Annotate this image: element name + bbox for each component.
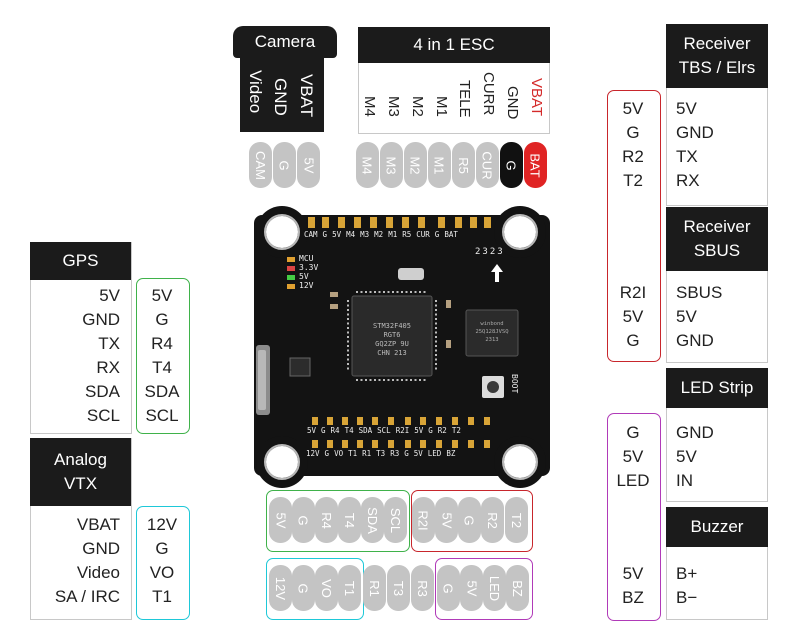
bottom-pin-r2i: R2I	[412, 497, 435, 543]
top-pin: M4	[356, 142, 379, 188]
bottom-pin-bz: BZ	[506, 565, 529, 611]
camera-wire-video: Video	[246, 70, 265, 114]
mcu-chip-label: STM32F405 RGT6 GQ2ZP 9U CHN 213	[373, 322, 411, 357]
bottom-pin-5v: 5V	[435, 497, 458, 543]
top-pin: R5	[452, 142, 475, 188]
esc-wire-curr: CURR	[480, 72, 497, 116]
esc-wire-vbat: VBAT	[528, 78, 545, 117]
orientation-arrow-icon	[491, 264, 503, 282]
vtx-header: Analog VTX	[30, 438, 131, 506]
buzzer-header: Buzzer	[666, 507, 768, 547]
top-pin: M1	[428, 142, 451, 188]
top-pin-bat: BAT	[524, 142, 547, 188]
top-pin: G	[273, 142, 296, 188]
bottom-pin-g: G	[292, 565, 315, 611]
bottom-pin-scl: SCL	[384, 497, 407, 543]
board-top-silkscreen: CAM G 5V M4 M3 M2 M1 R5 CUR G BAT	[304, 230, 458, 239]
bottom-pin-sda: SDA	[361, 497, 384, 543]
led-strip-title: LED Strip	[680, 378, 754, 397]
top-pad-row	[308, 217, 491, 228]
esc-wire-m3: M3	[385, 96, 402, 117]
gps-title: GPS	[62, 251, 99, 270]
board-orientation-label: 2323	[475, 247, 505, 257]
top-pin: M3	[380, 142, 403, 188]
bottom-pin-g: G	[458, 497, 481, 543]
receiver-sbus-device-pins: SBUS 5V GND	[676, 283, 723, 350]
esc-wire-m4: M4	[361, 96, 378, 117]
board-bottom-silkscreen-row2: 12V G VO T1 R1 T3 R3 G 5V LED BZ	[306, 449, 456, 458]
bottom-pin-r4: R4	[315, 497, 338, 543]
led-strip-device-pins: GND 5V IN	[676, 423, 714, 490]
esc-wire-gnd: GND	[504, 86, 521, 120]
bottom-pin-t2: T2	[505, 497, 528, 543]
bottom-pin-t4: T4	[338, 497, 361, 543]
status-leds	[287, 257, 295, 289]
receiver-board-pins-outline	[607, 90, 661, 362]
receiver-tbs-device-pins: 5V GND TX RX	[676, 99, 714, 190]
top-pin: CUR	[476, 142, 499, 188]
camera-wire-gnd: GND	[271, 78, 290, 116]
bottom-pin-5v: 5V	[460, 565, 483, 611]
camera-header: Camera	[233, 26, 337, 58]
gps-device-pins: 5V GND TX RX SDA SCL	[82, 286, 120, 425]
vtx-board-pins-outline	[136, 506, 190, 620]
bottom-pin-t1: T1	[338, 565, 361, 611]
esc-wire-tele: TELE	[456, 80, 473, 118]
bottom-pin-12v: 12V	[269, 565, 292, 611]
gps-board-pins: 5V G R4 T4 SDA SCL	[144, 286, 180, 425]
bottom-pin-5v: 5V	[269, 497, 292, 543]
buzzer-board-pins: 5V BZ	[622, 564, 644, 607]
receiver-sbus-board-pins: R2I 5V G	[619, 283, 647, 350]
receiver-tbs-header: Receiver TBS / Elrs	[666, 24, 768, 88]
bottom-pin-r1: R1	[363, 565, 386, 611]
vtx-device-pins: VBAT GND Video SA / IRC	[54, 515, 120, 606]
buzzer-title: Buzzer	[690, 517, 744, 536]
bottom-pin-r2: R2	[481, 497, 504, 543]
bottom-pin-g: G	[292, 497, 315, 543]
esc-wire-m1: M1	[433, 96, 450, 117]
receiver-pin-group-outline	[411, 490, 533, 552]
led-buzzer-board-pins-outline	[607, 413, 661, 621]
top-pin-gnd: G	[500, 142, 523, 188]
mcu-chip	[351, 295, 433, 377]
bottom-pin-t3: T3	[387, 565, 410, 611]
buzzer-device-pins: B+ B−	[676, 564, 698, 607]
gps-header: GPS	[30, 242, 131, 280]
esc-wire-m2: M2	[409, 96, 426, 117]
esc-header: 4 in 1 ESC	[358, 27, 550, 63]
receiver-tbs-title-line2: TBS / Elrs	[678, 58, 756, 77]
top-pin: M2	[404, 142, 427, 188]
led-strip-header: LED Strip	[666, 368, 768, 408]
receiver-tbs-title-line1: Receiver	[683, 34, 751, 53]
vtx-board-pins: 12V G VO T1	[146, 515, 178, 606]
esc-title: 4 in 1 ESC	[413, 35, 495, 54]
receiver-sbus-header: Receiver SBUS	[666, 207, 768, 271]
receiver-tbs-board-pins: 5V G R2 T2	[622, 99, 644, 190]
bottom-pin-r3: R3	[411, 565, 434, 611]
gps-pin-group-outline	[266, 490, 410, 552]
gps-board-pins-outline	[136, 278, 190, 434]
camera-wire-block	[240, 58, 324, 132]
top-pin: 5V	[297, 142, 320, 188]
receiver-sbus-title-line1: Receiver	[683, 217, 751, 236]
camera-title: Camera	[254, 32, 316, 51]
vtx-title-line1: Analog	[54, 450, 107, 469]
board-led-labels: MCU 3.3V 5V 12V	[299, 254, 319, 290]
flash-chip-label: winbond 25Q128JVSQ 2313	[475, 321, 509, 343]
bottom-pad-rows	[312, 417, 490, 448]
boot-label: BOOT	[510, 374, 519, 394]
board-bottom-silkscreen-row1: 5V G R4 T4 SDA SCL R2I 5V G R2 T2	[307, 426, 461, 435]
vtx-title-line2: VTX	[63, 474, 98, 493]
bottom-pin-vo: VO	[315, 565, 338, 611]
led-strip-board-pins: G 5V LED	[616, 423, 650, 490]
led-buzzer-pin-group-outline	[435, 558, 533, 620]
bottom-pin-led: LED	[483, 565, 506, 611]
receiver-sbus-title-line2: SBUS	[693, 241, 741, 260]
flash-chip	[465, 309, 519, 357]
camera-wire-vbat: VBAT	[297, 74, 316, 118]
bottom-pin-g: G	[437, 565, 460, 611]
top-pin: CAM	[249, 142, 272, 188]
